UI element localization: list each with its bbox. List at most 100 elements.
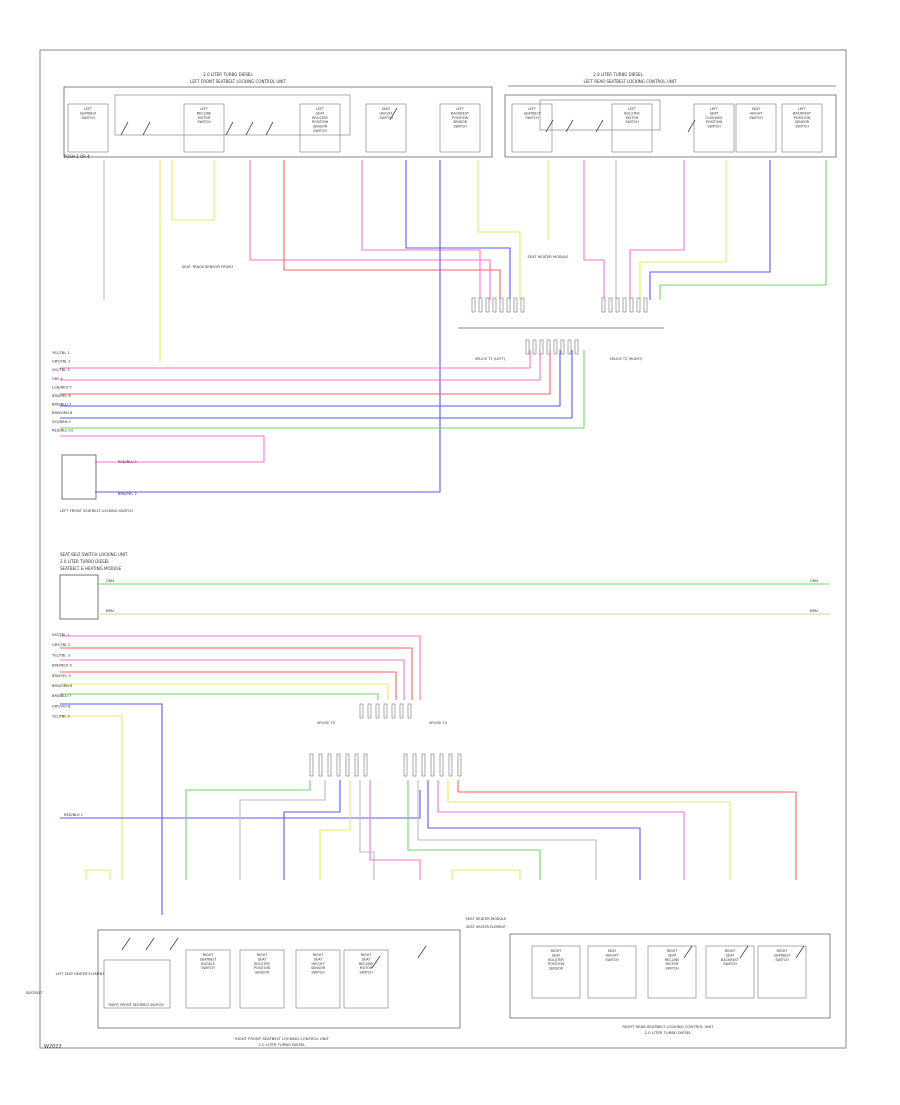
bottom-left-box-label-3-3: MOTOR <box>360 966 373 970</box>
top-left-box-label-2-4: SENSOR <box>313 125 328 129</box>
connector-bottom-b-pin-3 <box>336 753 341 777</box>
top-right-box-label-1-2: MOTOR <box>626 116 639 120</box>
sensor-left-label: SEAT TRACK SENSOR FRONT <box>182 265 234 269</box>
bottom-left-control-unit: RIGHT FRONT SEATBELT SWITCH SEATBELT LEF… <box>26 929 461 1047</box>
connector-bottom-c-pin-3 <box>430 753 435 777</box>
bottom-left-caption-2: 2.0 LITER TURBO DIESEL <box>259 1042 307 1047</box>
left-front-seatbelt-switch: RED/BLU 1 BRN/YEL 2 LEFT FRONT SEATBELT … <box>60 454 137 513</box>
top-wire-harness <box>60 160 827 493</box>
left-switch-wire-1: RED/BLU 1 <box>118 460 137 464</box>
top-left-control-unit: 2.0 LITER TURBO DIESEL LEFT FRONT SEATBE… <box>63 72 493 159</box>
splice-mid-left-label: SPLICE T3 <box>317 721 335 725</box>
top-left-box-4 <box>439 103 481 153</box>
bottom-right-box-label-0-2: BOLSTER <box>548 958 564 962</box>
left-switch-wire-2: BRN/YEL 2 <box>118 492 137 496</box>
top-connectors: SPLICE T1 (LEFT) SPLICE T2 (RIGHT) SEAT … <box>182 255 664 361</box>
bottom-right-box-label-4-1: SEATBELT <box>774 953 791 957</box>
bottom-left-box-label-0-1: SEATBELT <box>200 957 217 961</box>
wire-blue-3 <box>649 160 771 300</box>
bottom-left-box-2 <box>295 949 341 1009</box>
bottom-left-box-label-2-4: SWITCH <box>311 971 325 975</box>
connector-top-a-pin-3 <box>492 297 497 313</box>
bottom-right-box-label-1-2: SWITCH <box>605 958 619 962</box>
top-left-box-label-1-1: RECLINE <box>197 111 211 115</box>
bottom-right-box-label-0-3: POSITION <box>548 962 565 966</box>
bottom-right-caption-1: RIGHT REAR SEATBELT LOCKING CONTROL UNIT <box>622 1024 714 1029</box>
connector-bottom-c-pin-0 <box>403 753 408 777</box>
bottom-right-box-label-1-1: HEIGHT <box>606 953 620 957</box>
connector-top-b-pin-1 <box>608 297 613 313</box>
bottom-right-box-0 <box>531 945 581 999</box>
top-right-box-3 <box>735 103 777 153</box>
connector-bottom-a-pin-3 <box>383 703 388 719</box>
top-left-box-label-2-2: BOLSTER <box>312 116 328 120</box>
wire-green-h1 <box>60 350 585 429</box>
connector-bottom-b-pin-0 <box>309 753 314 777</box>
top-right-box-label-4-1: BACKREST <box>793 111 812 115</box>
top-right-control-unit: 2.0 LITER TURBO DIESEL LEFT REAR SEATBEL… <box>504 72 837 158</box>
middle-end-a: GRN <box>810 579 818 583</box>
connector-top-b-pin-4 <box>629 297 634 313</box>
connector-bottom-b-pin-2 <box>327 753 332 777</box>
middle-end-b: BRN <box>810 609 818 613</box>
bottom-right-box-label-3-0: RIGHT <box>725 949 737 953</box>
wire-blue-2 <box>95 160 441 493</box>
top-left-box-label-3-2: SWITCH <box>379 116 393 120</box>
top-wire-label-8: VIO/BRN 9 <box>52 420 71 424</box>
wire-yellow-5 <box>639 160 727 300</box>
top-right-box-label-2-0: LEFT <box>710 107 719 111</box>
connector-bottom-b-pin-6 <box>363 753 368 777</box>
connector-bottom-c-pin-6 <box>457 753 462 777</box>
bottom-wire-label-5: BRN/GRN 6 <box>52 684 73 688</box>
top-right-box-label-2-1: SEAT <box>710 111 719 115</box>
bottom-left-box-label-2-3: SENSOR <box>311 966 326 970</box>
bottom-right-box-label-2-0: RIGHT <box>667 949 679 953</box>
bottom-right-box-label-4-2: SWITCH <box>775 958 789 962</box>
bottom-left-inner-label: RIGHT FRONT SEATBELT SWITCH <box>108 1003 164 1007</box>
connector-bottom-c-pin-2 <box>421 753 426 777</box>
bottom-left-box-label-0-3: SWITCH <box>201 966 215 970</box>
bottom-right-box-label-3-2: BACKREST <box>721 958 740 962</box>
top-left-header-1: 2.0 LITER TURBO DIESEL <box>203 72 253 77</box>
bottom-wire-label-7: GRY/VIO 8 <box>52 704 71 708</box>
bottom-right-box-4 <box>757 945 807 999</box>
top-right-box-label-2-4: SWITCH <box>707 125 721 129</box>
bottom-left-box-3 <box>343 949 389 1009</box>
connector-top-a-pin-7 <box>520 297 525 313</box>
bottom-right-box-label-2-2: RECLINE <box>665 958 679 962</box>
connector-bottom-c-pin-5 <box>448 753 453 777</box>
wire-magenta-h3 <box>60 435 265 463</box>
wire-blue-h2 <box>60 350 573 419</box>
top-right-box-label-1-0: LEFT <box>628 107 637 111</box>
connector-top-c-pin-3 <box>546 339 551 355</box>
top-right-box-4 <box>781 103 823 153</box>
bottom-right-box-label-0-4: SENSOR <box>549 967 564 971</box>
connector-top-b-pin-0 <box>601 297 606 313</box>
bottom-right-box-label-0-1: SEAT <box>552 953 561 957</box>
middle-title-3: SEATBELT & HEATING MODULE <box>60 566 122 571</box>
bottom-wire-harness <box>60 635 797 915</box>
top-right-unit-frame <box>504 94 837 158</box>
bottom-wire-label-0: VIO/TBL 1 <box>52 633 70 637</box>
top-left-box-label-0-0: LEFT <box>84 107 93 111</box>
top-left-box-label-4-3: SENSOR <box>453 120 468 124</box>
bottom-wire-label-1: GRY/TBL 2 <box>52 643 71 647</box>
top-right-box-label-3-2: SWITCH <box>749 116 763 120</box>
bottom-right-left-box: SEAT HEATER ELEMENT <box>466 925 507 929</box>
bottom-left-left-box: LEFT SEAT HEATER ELEMENT <box>56 972 106 976</box>
connector-top-c-pin-6 <box>567 339 572 355</box>
bottom-left-box-1 <box>239 949 285 1009</box>
top-wire-label-1: GRY/TBL 2 <box>52 360 71 364</box>
top-left-box-label-4-2: POSITION <box>452 116 469 120</box>
top-left-box-label-1-2: MOTOR <box>198 116 211 120</box>
wire-green-1 <box>659 160 827 300</box>
top-wire-label-4: LGN/RED 5 <box>52 385 72 389</box>
connector-top-a-pin-0 <box>471 297 476 313</box>
top-wire-label-0: YEL/TBL 1 <box>52 351 70 355</box>
wire-magenta-2 <box>361 160 481 300</box>
bottom-left-box-label-2-0: RIGHT <box>313 953 325 957</box>
top-left-box-3 <box>365 103 407 153</box>
top-wire-label-5: BRN/YEL 6 <box>52 394 71 398</box>
bottom-left-side-label: SEATBELT <box>26 991 43 995</box>
